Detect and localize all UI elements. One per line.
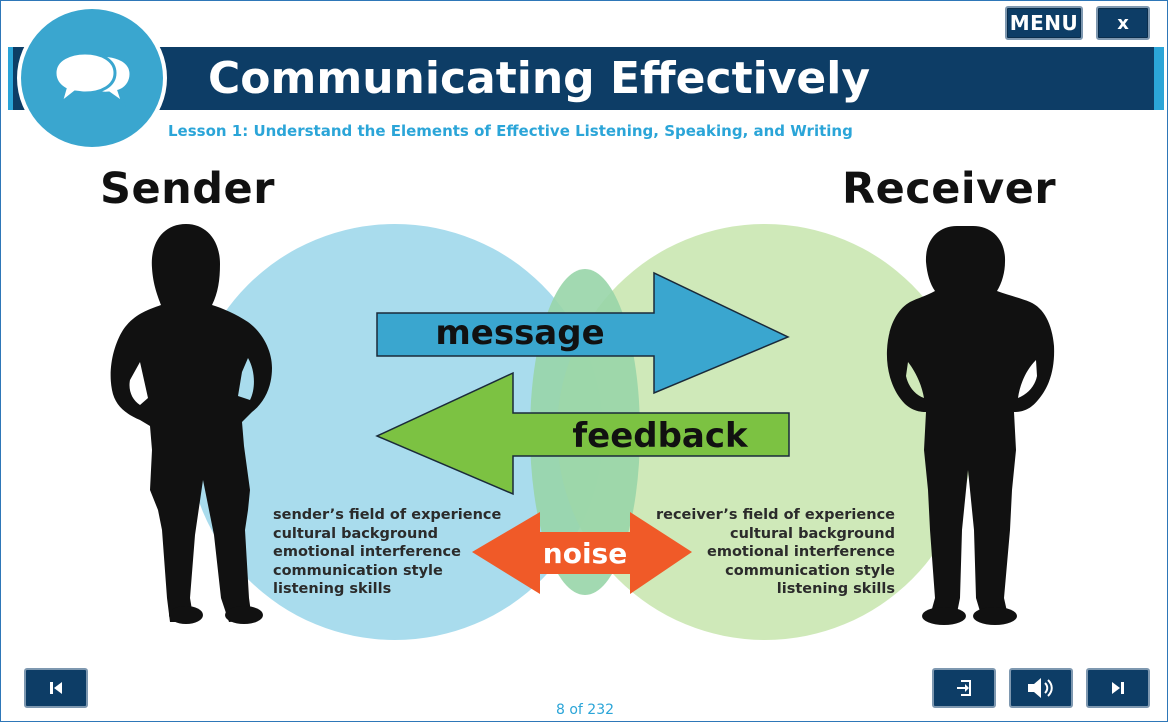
sender-fields-list: sender’s field of experience cultural ba… — [273, 506, 501, 599]
title-bar-left-accent — [8, 47, 13, 110]
noise-arrow — [472, 512, 692, 594]
sender-field-item: emotional interference — [273, 544, 461, 560]
speaker-icon — [1028, 678, 1053, 698]
receiver-fields-list: receiver’s field of experience cultural … — [656, 506, 895, 599]
title-bar: Communicating Effectively — [8, 47, 1164, 110]
feedback-label: feedback — [572, 416, 749, 456]
receiver-silhouette — [886, 226, 1055, 625]
sender-silhouette — [110, 224, 272, 624]
page-title: Communicating Effectively — [208, 53, 870, 104]
sender-field-item: sender’s field of experience — [273, 507, 502, 523]
exit-button[interactable] — [932, 668, 996, 708]
speech-bubbles-icon — [53, 51, 133, 108]
skip-back-icon — [50, 682, 62, 694]
diagram-graphics: message feedback noise — [110, 224, 1055, 640]
receiver-field-item: emotional interference — [707, 544, 895, 560]
exit-icon — [957, 680, 971, 696]
receiver-field-item: communication style — [725, 562, 895, 579]
page-counter: 8 of 232 — [555, 702, 615, 718]
receiver-label: Receiver — [842, 164, 1057, 214]
sender-field-item: cultural background — [273, 525, 439, 542]
skip-forward-icon — [1112, 682, 1124, 694]
lesson-subtitle: Lesson 1: Understand the Elements of Eff… — [168, 122, 853, 140]
close-button[interactable]: x — [1096, 6, 1150, 40]
course-badge — [17, 5, 167, 151]
previous-slide-button[interactable] — [24, 668, 88, 708]
title-bar-right-accent — [1154, 47, 1164, 110]
sender-field-item: listening skills — [273, 581, 392, 597]
communication-model-diagram: message feedback noise Sender Receiver s… — [0, 150, 1170, 660]
message-arrow — [376, 271, 790, 395]
menu-button[interactable]: MENU — [1005, 6, 1083, 40]
receiver-field-item: receiver’s field of experience — [655, 507, 895, 523]
feedback-arrow — [375, 371, 790, 496]
message-label: message — [435, 313, 604, 353]
next-slide-button[interactable] — [1086, 668, 1150, 708]
receiver-field-item: listening skills — [776, 581, 895, 597]
sender-label: Sender — [100, 164, 275, 214]
receiver-field-item: cultural background — [729, 525, 895, 542]
noise-label: noise — [543, 537, 627, 570]
audio-button[interactable] — [1009, 668, 1073, 708]
sender-field-item: communication style — [273, 562, 443, 579]
